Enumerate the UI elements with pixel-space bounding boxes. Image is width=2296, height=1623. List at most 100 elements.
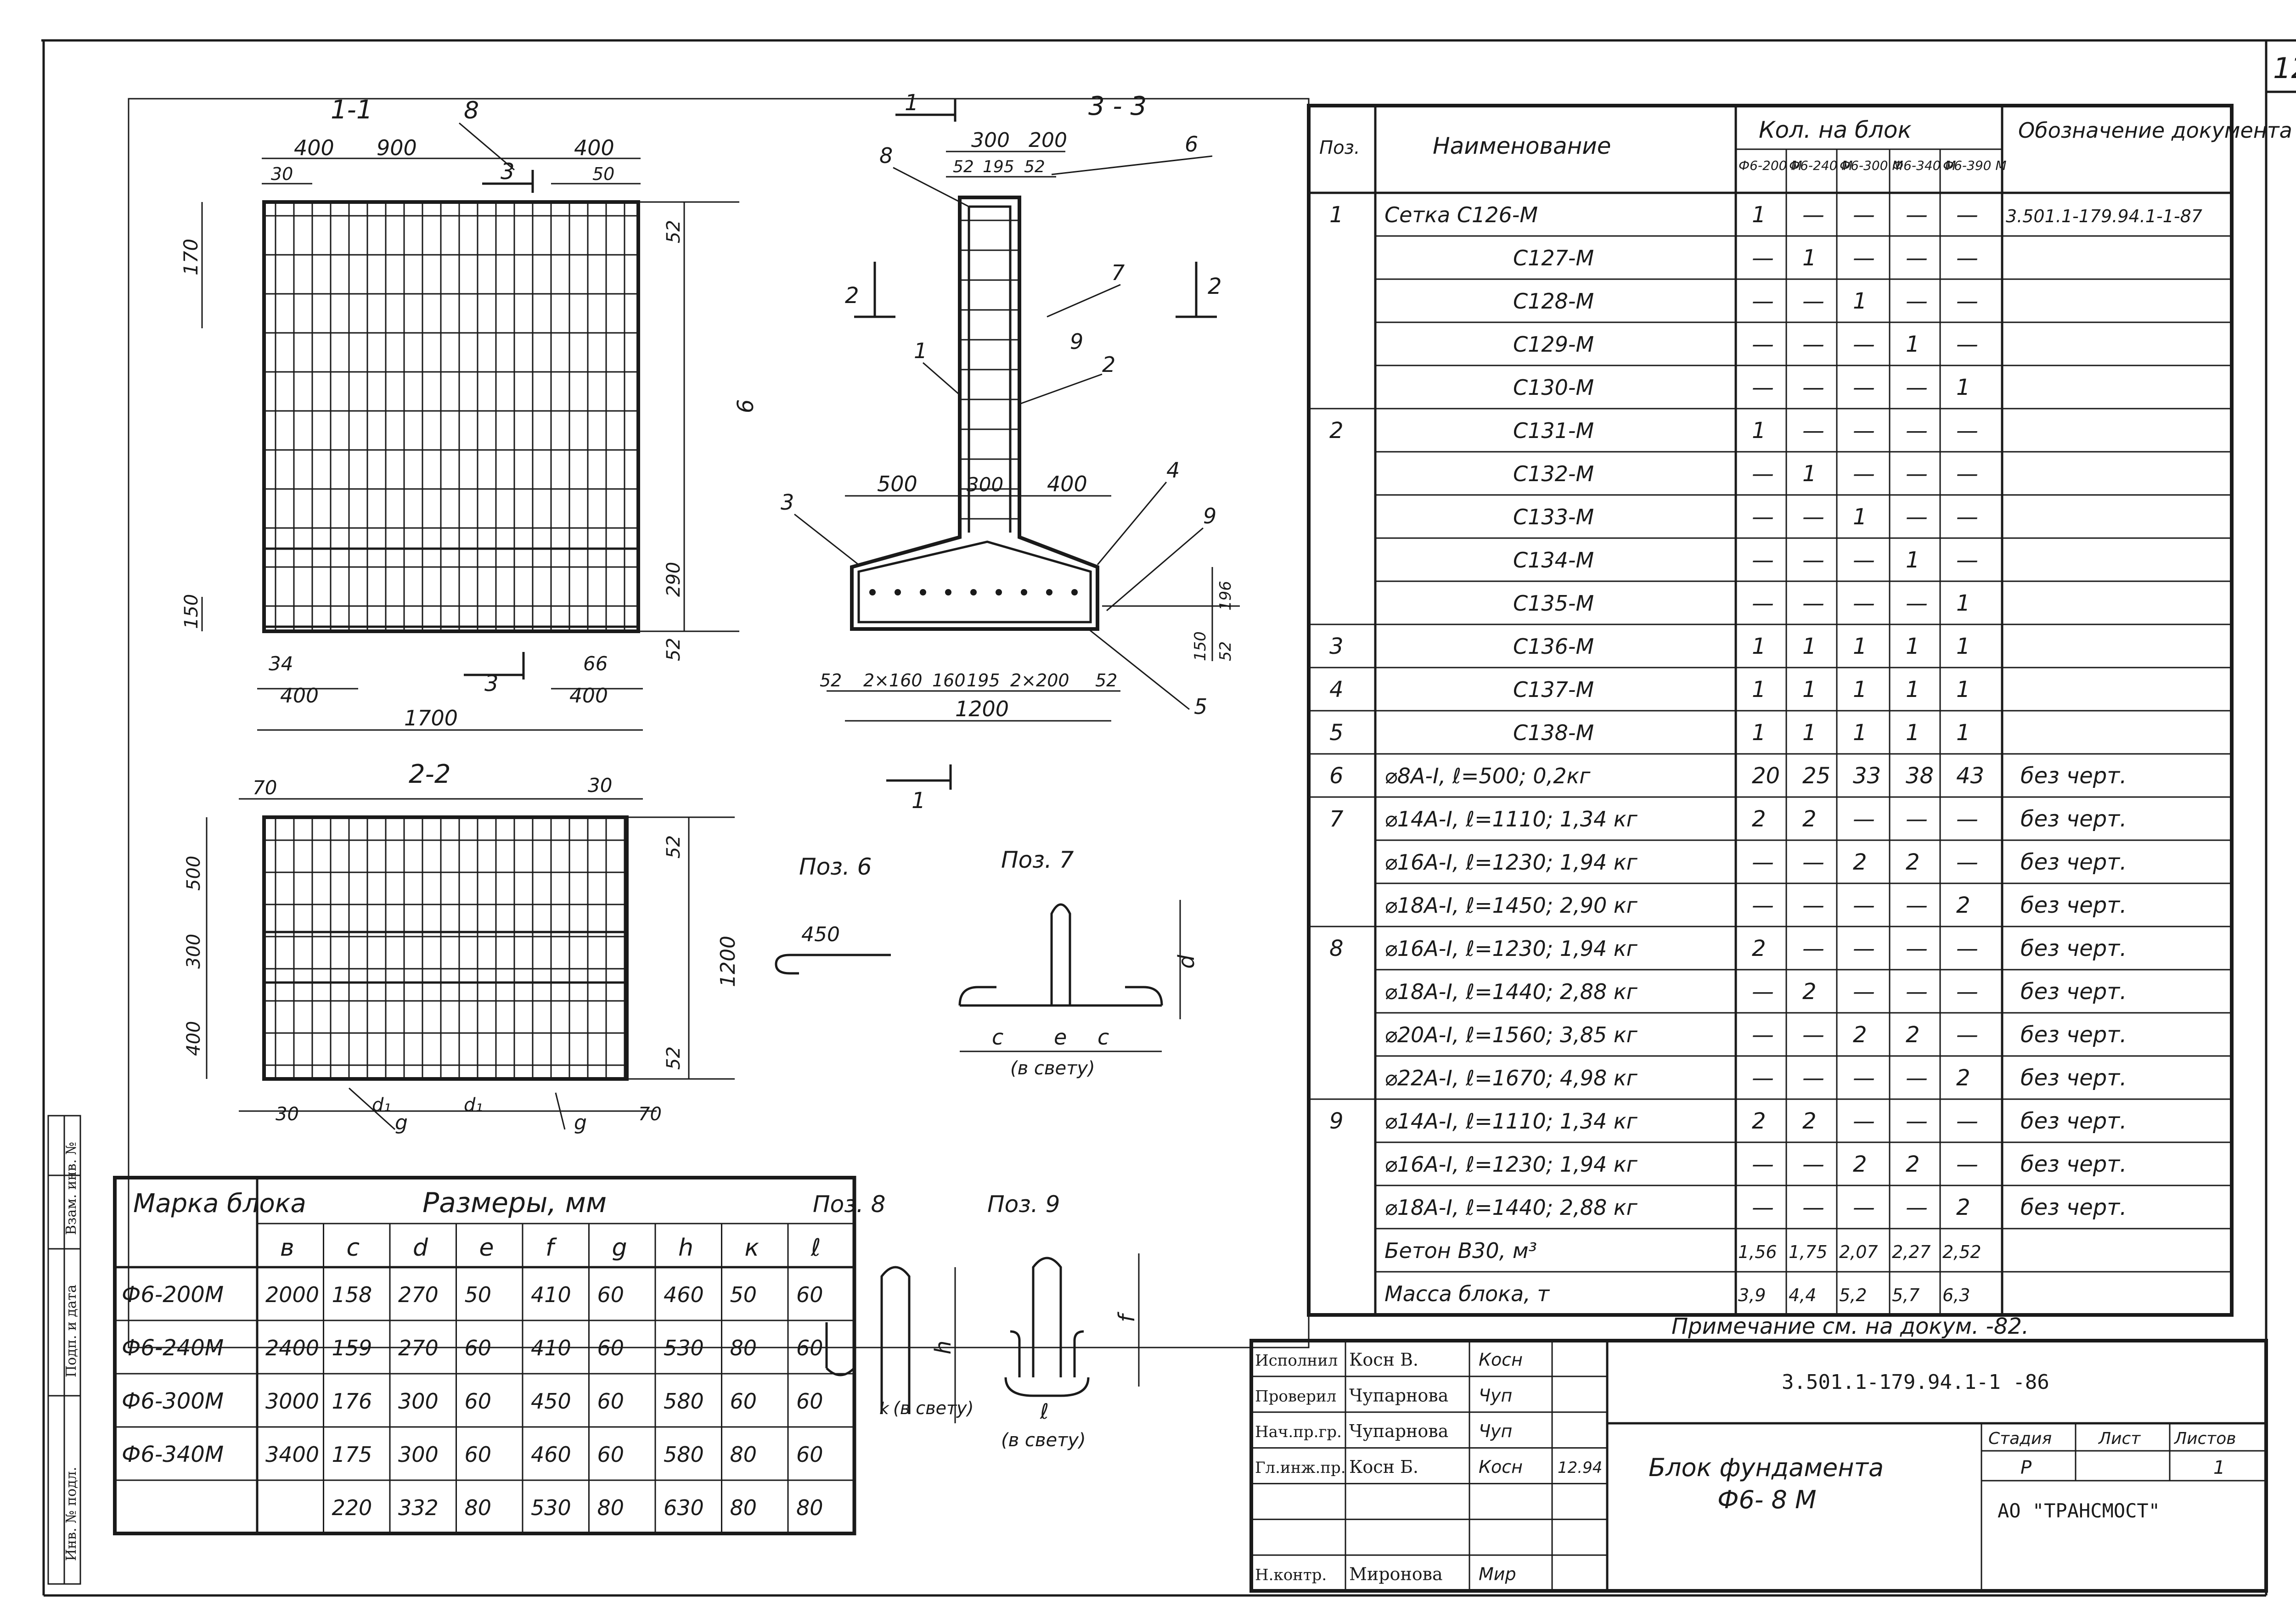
spec-qty-cell: — [1853, 590, 1875, 616]
dim-label: h [930, 1341, 956, 1354]
spec-doc: без черт. [2020, 1065, 2127, 1091]
size-table-cell: 460 [664, 1282, 704, 1307]
spec-qty-cell: — [1802, 893, 1824, 918]
spec-header-name: Наименование [1433, 133, 1611, 159]
spec-qty-cell: — [1802, 418, 1824, 444]
spec-qty-cell: — [1752, 1022, 1774, 1048]
size-table-cell: 60 [465, 1389, 492, 1414]
spec-qty-cell: 1,56 [1738, 1242, 1777, 1262]
dim-label: 400 [183, 1021, 204, 1056]
sheet-corner-number: 125 [2273, 51, 2296, 85]
section-title: 1-1 [331, 95, 372, 125]
spec-qty-cell: 5,2 [1839, 1285, 1867, 1305]
callout-label: 8 [464, 97, 479, 124]
size-table-cell: 3400 [265, 1442, 319, 1467]
section-title: 3 - 3 [1088, 91, 1147, 121]
size-table-cell: 270 [398, 1282, 439, 1307]
sign-name: Косн В. [1349, 1350, 1418, 1370]
spec-pos: 2 [1329, 418, 1344, 444]
dim-label: 400 [574, 135, 614, 160]
rebar-dot [1021, 589, 1027, 595]
dim-label: 900 [377, 135, 417, 160]
size-table-cell: 630 [664, 1495, 704, 1520]
rebar-dot [1046, 589, 1052, 595]
spec-qty-cell: — [1752, 1151, 1774, 1177]
spec-name: ⌀18А-I, ℓ=1440; 2,88 кг [1384, 1195, 1638, 1220]
dim-label: 500 [183, 856, 204, 891]
spec-qty-cell: — [1956, 418, 1978, 444]
spec-qty-cell: — [1752, 245, 1774, 271]
size-table-cell: 60 [465, 1336, 492, 1360]
callout-label: 7 [1111, 260, 1125, 285]
dim-label: 150 [1191, 631, 1210, 661]
spec-qty-cell: — [1752, 504, 1774, 530]
spec-name: С127-М [1513, 246, 1594, 270]
size-table-cell: 80 [796, 1495, 823, 1520]
spec-name: ⌀18А-I, ℓ=1450; 2,90 кг [1384, 893, 1638, 918]
dim-note: (в свету) [1010, 1058, 1095, 1079]
size-table-cell: 220 [332, 1495, 372, 1520]
spec-pos: 7 [1329, 806, 1344, 832]
sheets-value: 1 [2213, 1457, 2225, 1478]
spec-qty-cell: — [1752, 849, 1774, 875]
spec-qty-cell: — [1906, 202, 1928, 228]
spec-name: С129-М [1513, 332, 1594, 357]
spec-qty-cell: 2 [1853, 1022, 1867, 1048]
dim-label: ℓ [1040, 1399, 1049, 1424]
spec-qty-cell: — [1853, 202, 1875, 228]
size-table-col-header: g [612, 1234, 627, 1262]
pos-label: Поз. 9 [987, 1191, 1060, 1218]
spec-qty-cell: — [1802, 547, 1824, 573]
spec-name: ⌀8А-I, ℓ=500; 0,2кг [1384, 764, 1591, 788]
section-marker: 3 [501, 159, 515, 185]
spec-qty-cell: 1 [1853, 288, 1867, 314]
spec-name: С135-М [1513, 591, 1594, 616]
spec-qty-cell: 1 [1906, 547, 1920, 573]
spec-qty-cell: — [1906, 245, 1928, 271]
spec-qty-cell: — [1752, 375, 1774, 400]
spec-name: С131-М [1513, 418, 1594, 443]
spec-qty-cell: 2 [1906, 1151, 1920, 1177]
spec-qty-cell: 5,7 [1892, 1285, 1919, 1305]
spec-qty-cell: — [1956, 1022, 1978, 1048]
size-table-cell: 580 [664, 1389, 704, 1414]
spec-pos: 1 [1329, 202, 1344, 228]
size-table-cell: 60 [597, 1389, 625, 1414]
size-table-col-header: d [413, 1234, 428, 1262]
callout-label: 8 [879, 143, 893, 168]
spec-qty-cell: — [1752, 1065, 1774, 1091]
spec-qty-cell: — [1853, 331, 1875, 357]
spec-qty-cell: 2,52 [1942, 1242, 1981, 1262]
sign-role: Гл.инж.пр. [1255, 1459, 1346, 1477]
dim-label: 400 [280, 684, 319, 708]
spec-qty-cell: 1 [1752, 720, 1766, 746]
pos-label: Поз. 8 [813, 1191, 885, 1218]
spec-qty-cell: — [1802, 375, 1824, 400]
section-marker: 2 [1208, 274, 1222, 299]
dim-label: 170 [180, 239, 202, 275]
spec-qty-cell: 38 [1906, 763, 1934, 789]
spec-qty-cell: — [1906, 893, 1928, 918]
size-table-header-mark: Марка блока [133, 1189, 306, 1219]
spec-doc: без черт. [2020, 979, 2127, 1005]
spec-qty-cell: 2 [1906, 1022, 1920, 1048]
spec-name: С132-М [1513, 461, 1594, 486]
spec-qty-cell: — [1802, 936, 1824, 961]
spec-doc: без черт. [2020, 763, 2127, 789]
spec-qty-cell: — [1853, 936, 1875, 961]
dim-label: 450 [801, 923, 840, 946]
dim-label: 30 [271, 164, 293, 184]
size-table-cell: 80 [730, 1495, 757, 1520]
drawing-title-line1: Блок фундамента [1649, 1453, 1884, 1482]
spec-qty-cell: — [1906, 806, 1928, 832]
pos-6-sketch: Поз. 6 450 [775, 854, 891, 975]
spec-name: С128-М [1513, 289, 1594, 314]
sign-role: Н.контр. [1255, 1566, 1327, 1584]
spec-qty-cell: — [1956, 504, 1978, 530]
spec-table: Поз. Наименование Кол. на блок Обозначен… [1307, 104, 2292, 1317]
callout-label: 5 [1194, 694, 1207, 719]
sign-role: Проверил [1255, 1387, 1336, 1405]
spec-pos: 4 [1329, 677, 1344, 702]
spec-name: ⌀14А-I, ℓ=1110; 1,34 кг [1384, 1109, 1638, 1134]
